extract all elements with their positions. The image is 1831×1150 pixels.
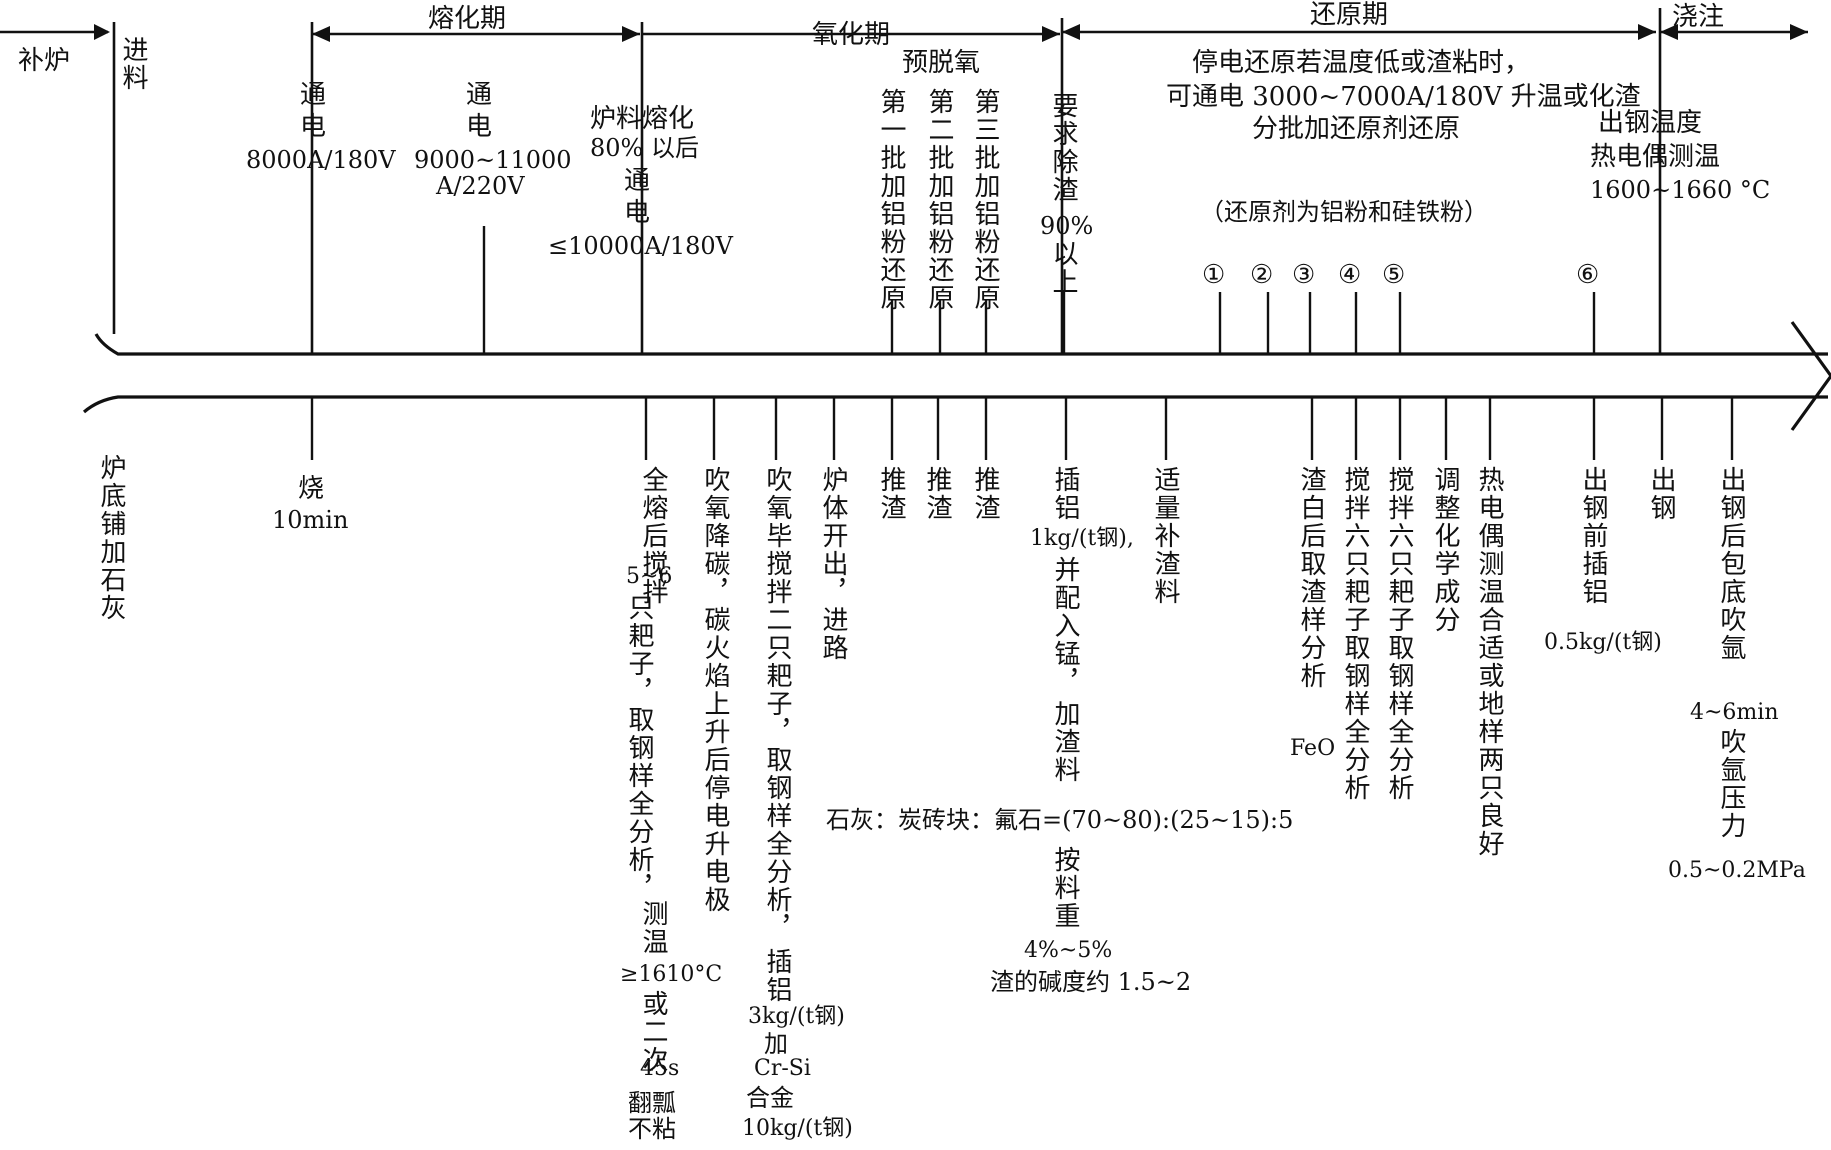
insert-al-2-label: 插铝 (1050, 466, 1080, 522)
insert-al-2-slag: 加渣料 (1050, 700, 1080, 784)
phase-oxidation: 氧化期 (812, 20, 891, 50)
insert-al-value: 3kg/(t钢) (748, 1004, 845, 1029)
full-melt-col-1: 全熔后搅拌 (638, 466, 668, 606)
push-slag-2: 推渣 (922, 466, 952, 522)
reductant-note: （还原剂为铝粉和硅铁粉） (1200, 198, 1488, 226)
phase-pouring: 浇注 (1672, 2, 1725, 32)
charge-melted-label-4: 电 (624, 198, 651, 228)
bake-label: 烧 (298, 474, 325, 504)
adjust-chemistry: 调整化学成分 (1430, 466, 1460, 634)
crsi-label: Cr-Si (754, 1056, 811, 1081)
argon-blow: 出钢后包底吹氩 (1716, 466, 1746, 662)
white-slag-sample: 渣白后取渣样分析 (1296, 466, 1326, 690)
tapping: 出钢 (1646, 466, 1676, 522)
batch-1-aluminum: 第一批加铝粉还原 (876, 88, 906, 312)
oxygen-stir: 吹氧毕搅拌二只耙子，取钢样全分析， (762, 466, 792, 942)
power-on-1-b: 电 (300, 112, 327, 142)
slag-removal-above: 以上 (1048, 240, 1078, 296)
batch-2-aluminum: 第二批加铝粉还原 (924, 88, 954, 312)
hearth-lime: 炉底铺加石灰 (96, 454, 126, 622)
by-charge-weight-value: 4%~5% (1024, 938, 1113, 963)
power-on-2-a: 通 (466, 80, 493, 110)
slag-removal-value: 90% (1040, 212, 1094, 240)
oxygen-decarb: 吹氧降碳，碳火焰上升后停电升电极 (700, 466, 730, 914)
alloy-label: 合金 (746, 1084, 794, 1112)
full-melt-value-1: 5~6 (626, 564, 673, 589)
step-1-marker: ① (1202, 260, 1226, 290)
slag-removal-label: 要求除渣 (1048, 92, 1078, 204)
full-melt-value-2: ≥1610°C (620, 962, 723, 987)
phase-jinliao: 进料 (118, 36, 148, 92)
phase-arrows (0, 8, 1808, 354)
step-2-marker: ② (1250, 260, 1274, 290)
full-melt-col-3: 测温 (638, 900, 668, 956)
charge-melted-label-1: 炉料熔化 (590, 104, 695, 134)
batch-3-aluminum: 第三批加铝粉还原 (970, 88, 1000, 312)
insert-al-2-value: 1kg/(t钢), (1030, 526, 1134, 551)
step-5-marker: ⑤ (1382, 260, 1406, 290)
full-melt-col-5: 翻瓢不粘 (628, 1089, 676, 1143)
pre-tap-al: 出钢前插铝 (1578, 466, 1608, 606)
tap-temperature-label: 出钢温度 (1598, 108, 1703, 138)
stir-six-2: 搅拌六只耙子取钢样全分析 (1384, 466, 1414, 802)
argon-blow-value: 4~6min (1690, 700, 1779, 725)
power-on-1-value: 8000A/180V (246, 146, 396, 174)
slag-basicity: 渣的碱度约 1.5~2 (990, 968, 1192, 996)
full-melt-col-4: 或二次 (638, 990, 668, 1074)
thermocouple-label: 热电偶测温 (1590, 142, 1721, 172)
reduction-note-3: 分批加还原剂还原 (1252, 114, 1461, 144)
phase-reduction: 还原期 (1310, 0, 1389, 30)
top-ticks (482, 226, 1596, 354)
bake-value: 10min (272, 506, 349, 534)
furnace-out: 炉体开出，进路 (818, 466, 848, 662)
charge-melted-label-3: 通 (624, 166, 651, 196)
phase-melting: 熔化期 (428, 4, 507, 34)
insert-al-2-mn: 并配入锰， (1050, 556, 1080, 696)
tap-temperature-value: 1600~1660 °C (1590, 176, 1771, 204)
step-3-marker: ③ (1292, 260, 1316, 290)
power-on-2-b: 电 (466, 112, 493, 142)
add-label: 加 (764, 1030, 788, 1058)
pre-deoxidation: 预脱氧 (902, 48, 981, 78)
step-6-marker: ⑥ (1576, 260, 1600, 290)
argon-pressure: 吹氩压力 (1716, 728, 1746, 840)
feo-label: FeO (1290, 736, 1336, 761)
charge-melted-value: ≤10000A/180V (548, 232, 734, 260)
push-slag-3: 推渣 (970, 466, 1000, 522)
stir-six-1: 搅拌六只耙子取钢样全分析 (1340, 466, 1370, 802)
phase-bulu: 补炉 (18, 46, 71, 76)
full-melt-value-3: 45s (640, 1056, 680, 1081)
argon-pressure-value: 0.5~0.2MPa (1668, 858, 1806, 883)
bottom-ticks (310, 397, 1734, 460)
push-slag-1: 推渣 (876, 466, 906, 522)
power-on-1-a: 通 (300, 80, 327, 110)
step-4-marker: ④ (1338, 260, 1362, 290)
by-charge-weight: 按料重 (1050, 846, 1080, 930)
reduction-note-1: 停电还原若温度低或渣粘时， (1192, 48, 1531, 78)
add-slag: 适量补渣料 (1150, 466, 1180, 606)
reduction-note-2: 可通电 3000~7000A/180V 升温或化渣 (1166, 82, 1641, 112)
power-on-2-value-1: 9000~11000 (414, 146, 572, 174)
pre-tap-al-value: 0.5kg/(t钢) (1544, 630, 1662, 655)
power-on-2-value-2: A/220V (436, 172, 525, 200)
full-melt-col-2: 只耙子，取钢样全分析， (624, 594, 654, 902)
insert-al-label: 插铝 (762, 948, 792, 1004)
charge-melted-label-2: 80% 以后 (590, 134, 699, 162)
alloy-value: 10kg/(t钢) (742, 1116, 853, 1141)
main-timeline-arrow (82, 321, 1831, 431)
slag-ratio: 石灰：炭砖块：氟石=(70~80):(25~15):5 (826, 806, 1294, 834)
thermocouple-ok: 热电偶测温合适或地样两只良好 (1474, 466, 1504, 858)
